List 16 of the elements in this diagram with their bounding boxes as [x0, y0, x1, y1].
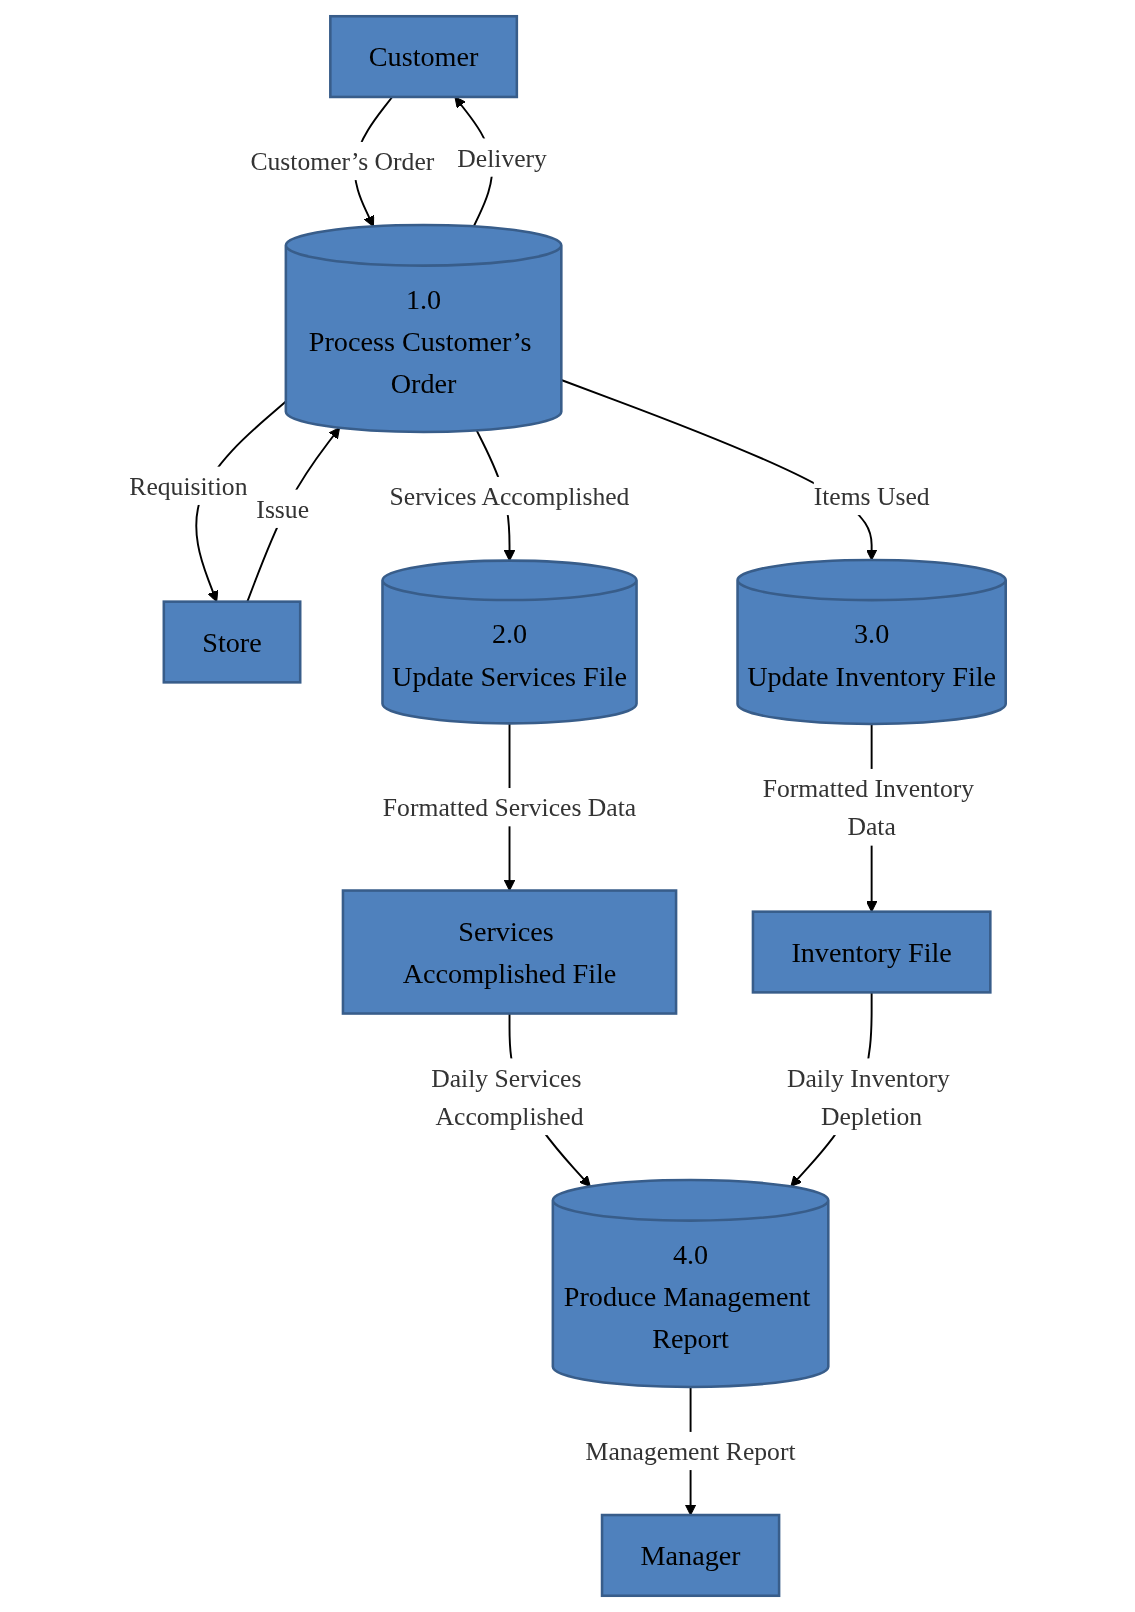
node-box: Inventory File: [751, 910, 992, 994]
edge-label: Delivery: [457, 143, 547, 172]
edge-label: Issue: [256, 494, 310, 523]
edge-label: Items Used: [813, 481, 930, 511]
edge-label: Requisition: [129, 471, 248, 500]
edge-label: Daily Inventory Depletion: [786, 1063, 950, 1131]
edge-label: Management Report: [585, 1436, 796, 1466]
node-box: Customer: [329, 14, 519, 99]
edge-label: Customer’s Order: [250, 146, 435, 176]
edge-label: Formatted Inventory Data: [762, 773, 975, 841]
edge-label: Services Accomplished: [389, 481, 630, 511]
node-box: Services Accomplished File: [341, 889, 678, 1015]
node-box: Store: [162, 600, 302, 684]
node-box: Manager: [600, 1513, 781, 1598]
edge-label: Daily Services Accomplished: [431, 1063, 584, 1131]
edge-label: Formatted Services Data: [382, 793, 637, 822]
